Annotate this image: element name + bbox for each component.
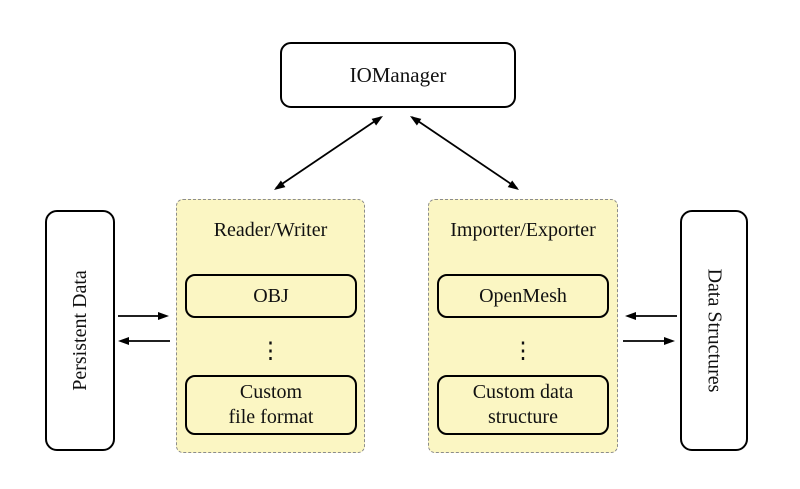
arrow-reader-to-persistent — [118, 337, 170, 345]
iomanager-node: IOManager — [280, 42, 516, 108]
custom-file-format-label: Custom file format — [228, 381, 314, 428]
arrow-persistent-to-reader — [118, 312, 169, 320]
openmesh-node: OpenMesh — [437, 274, 609, 318]
custom-data-structure-node: Custom data structure — [437, 375, 609, 435]
persistent-data-node: Persistent Data — [45, 210, 115, 451]
importer-exporter-group: Importer/Exporter OpenMesh ⋮ Custom data… — [428, 199, 618, 453]
custom-file-format-node: Custom file format — [185, 375, 357, 435]
custom-data-structure-label: Custom data structure — [472, 381, 574, 428]
iomanager-label: IOManager — [349, 62, 447, 87]
reader-writer-ellipsis: ⋮ — [259, 338, 282, 363]
obj-node: OBJ — [185, 274, 357, 318]
arrow-iomanager-reader-writer — [274, 116, 383, 190]
importer-exporter-ellipsis: ⋮ — [511, 338, 535, 363]
data-structures-label: Data Structures — [703, 268, 726, 393]
reader-writer-title: Reader/Writer — [213, 219, 328, 241]
arrow-importer-to-datastructures — [623, 337, 675, 345]
importer-exporter-title: Importer/Exporter — [450, 219, 596, 241]
obj-label: OBJ — [253, 284, 289, 307]
persistent-data-label: Persistent Data — [68, 270, 91, 391]
arrow-datastructures-to-importer — [625, 312, 677, 320]
data-structures-node: Data Structures — [680, 210, 748, 451]
reader-writer-group: Reader/Writer OBJ ⋮ Custom file format — [176, 199, 365, 453]
openmesh-label: OpenMesh — [479, 284, 567, 307]
arrow-iomanager-importer-exporter — [410, 116, 519, 190]
